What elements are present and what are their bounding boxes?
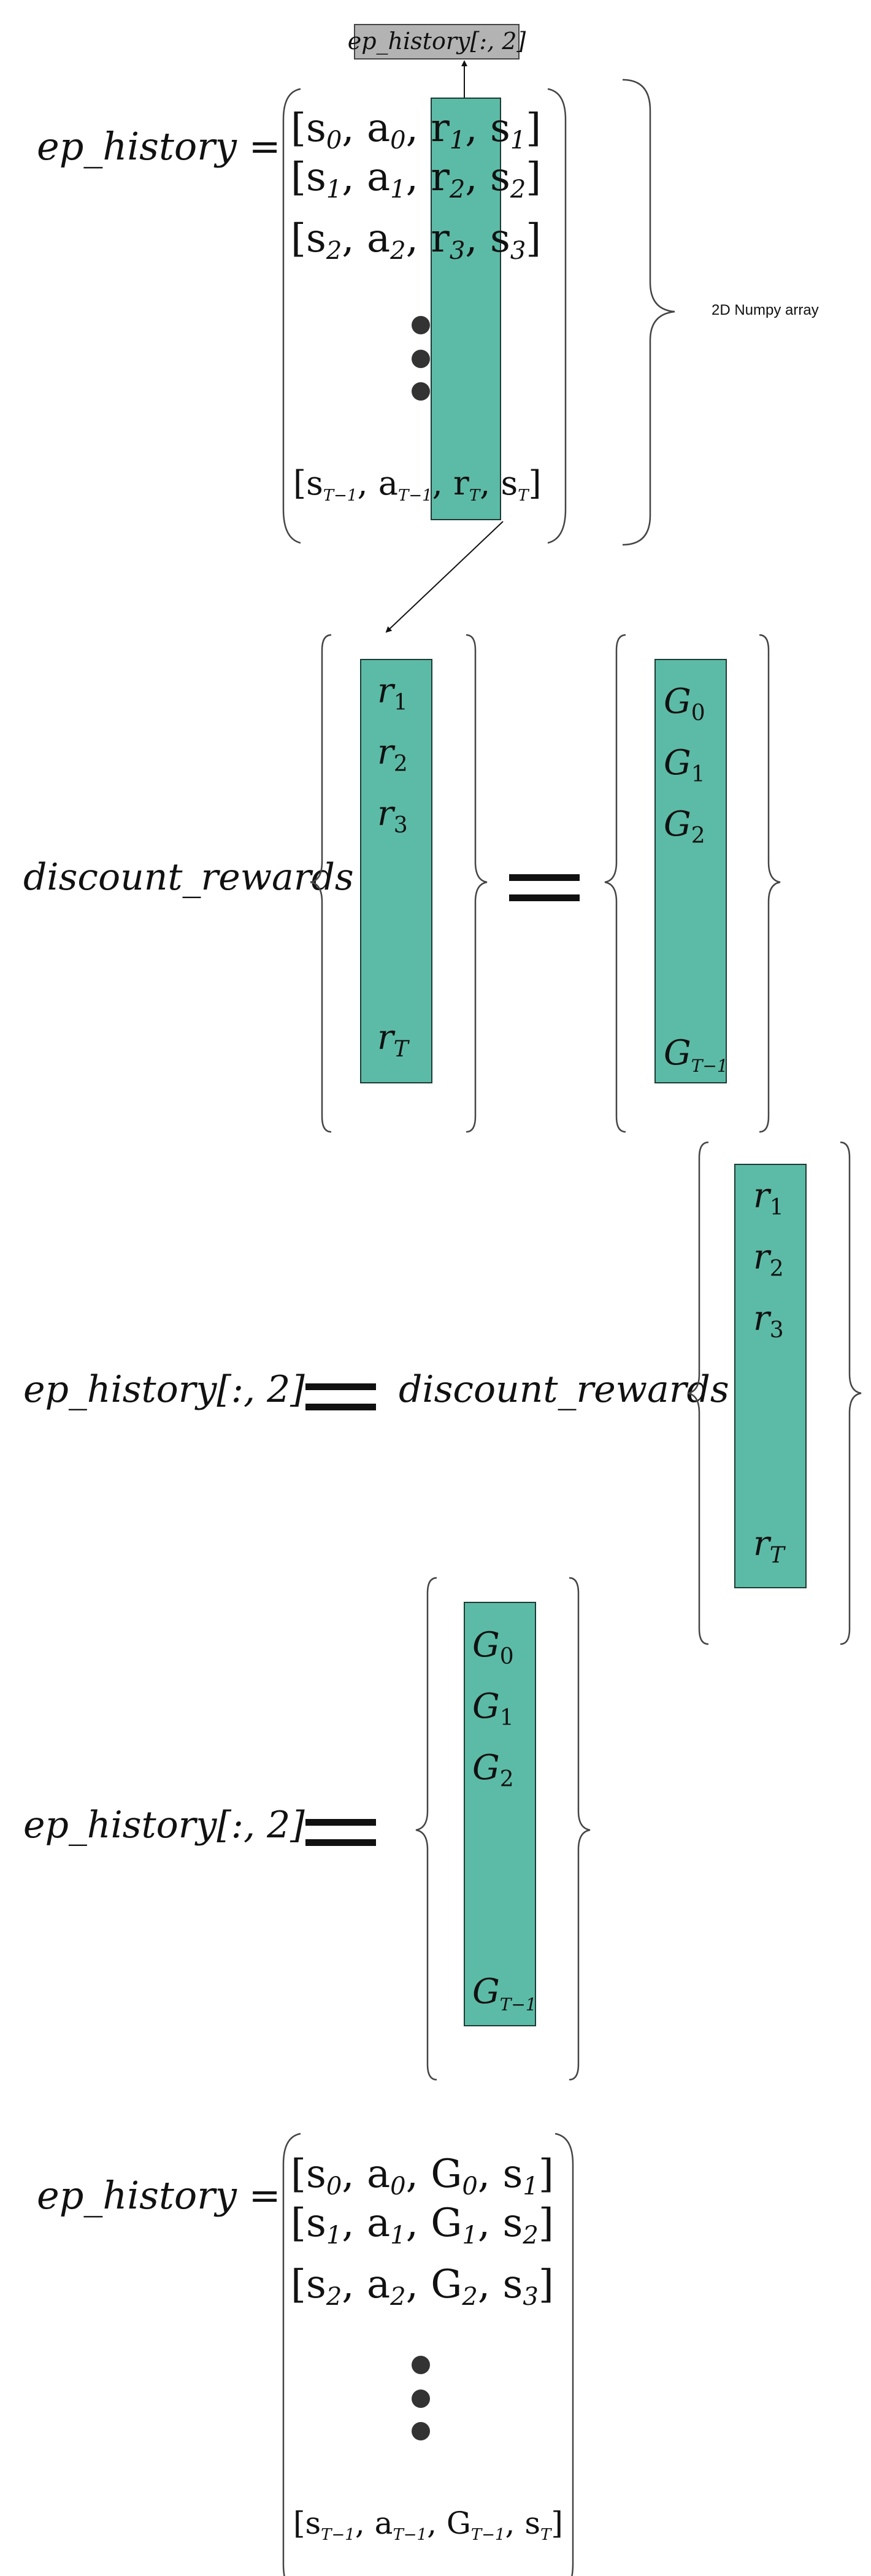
ep-history-lhs: ep_history = [37, 2173, 281, 2218]
matrix-row: [s0, a0, r1, s1] [291, 106, 541, 155]
result-section: ep_history[:, 2] G0 G1 G2 GT−1 [23, 1577, 591, 2081]
equals-sign [305, 1383, 376, 1410]
ep-history-column-label: ep_history[:, 2] [348, 28, 526, 55]
result-left-brace [415, 1577, 437, 2081]
svg-text:[s0, a0, G0, s1]: [s0, a0, G0, s1] [291, 2151, 554, 2201]
bottom-section: ep_history = [s0, a0, G0, s1] [s1, a1, G… [37, 2132, 574, 2576]
matrix-right-paren [554, 2132, 574, 2576]
numpy-array-note: 2D Numpy array [712, 302, 819, 318]
return-item: G0 [664, 682, 705, 726]
reward-column-highlight [431, 98, 501, 520]
rewards-column [360, 659, 432, 1083]
reward-item: r1 [377, 671, 408, 715]
rhs-rewards-column [734, 1164, 807, 1588]
return-item: G1 [664, 743, 705, 787]
matrix-last-row: [sT−1, aT−1, GT−1, sT] [293, 2505, 563, 2544]
reward-item: r3 [753, 1299, 784, 1343]
returns-left-brace [604, 634, 626, 1133]
top-section: ep_history[:, 2] ep_history = [s0, a0, r… [37, 24, 819, 633]
ep-history-lhs: ep_history = [37, 124, 281, 169]
svg-text:[sT−1, aT−1, GT−1, sT]: [sT−1, aT−1, GT−1, sT] [293, 2505, 563, 2544]
discount-rewards-rhs: discount_rewards [399, 1368, 729, 1411]
matrix-left-paren [282, 2132, 301, 2576]
equals-sign [509, 874, 580, 901]
matrix-row: [s1, a1, r2, s2] [291, 155, 541, 204]
rhs-right-brace [840, 1141, 862, 1645]
rewards-left-brace [310, 634, 332, 1133]
svg-text:[s2, a2, r3, s3]: [s2, a2, r3, s3] [291, 216, 541, 265]
matrix-row: [s2, a2, G2, s3] [291, 2262, 554, 2311]
matrix-curly-brace [622, 79, 675, 546]
returns-column [654, 659, 727, 1083]
matrix-right-paren [547, 88, 567, 544]
ep-history-column-label-box [354, 24, 520, 60]
svg-text:[sT−1, aT−1, rT, sT]: [sT−1, aT−1, rT, sT] [293, 464, 542, 505]
return-item: GT−1 [472, 1972, 537, 2015]
rhs-left-brace [687, 1141, 709, 1645]
reward-item: r1 [753, 1176, 784, 1220]
ep-history-slice-lhs: ep_history[:, 2] [23, 1804, 305, 1847]
svg-text:[s1, a1, r2, s2]: [s1, a1, r2, s2] [291, 155, 541, 204]
reward-item: r3 [377, 794, 408, 838]
matrix-row: [s0, a0, G0, s1] [291, 2151, 554, 2201]
ep-history-slice-lhs: ep_history[:, 2] [23, 1368, 305, 1411]
vertical-ellipsis [412, 2356, 430, 2440]
discount-rewards-lhs: discount_rewards [23, 856, 354, 899]
column-to-rewards-arrow [385, 521, 504, 633]
result-right-brace [569, 1577, 591, 2081]
matrix-left-paren [282, 88, 301, 544]
vertical-ellipsis [412, 316, 430, 401]
matrix-last-row: [sT−1, aT−1, rT, sT] [293, 464, 542, 505]
discount-section: discount_rewards r1 r2 r3 rT G0 G1 G2 GT… [23, 634, 781, 1133]
return-item: GT−1 [664, 1033, 728, 1076]
return-item: G2 [664, 804, 705, 848]
svg-text:[s0, a0, r1, s1]: [s0, a0, r1, s1] [291, 106, 541, 155]
rewards-right-brace [466, 634, 488, 1133]
reward-item: rT [753, 1524, 786, 1568]
return-item: G2 [472, 1748, 514, 1792]
equals-sign [305, 1819, 376, 1846]
return-item: G1 [472, 1686, 514, 1731]
svg-text:[s1, a1, G1, s2]: [s1, a1, G1, s2] [291, 2201, 554, 2250]
matrix-row: [s1, a1, G1, s2] [291, 2201, 554, 2250]
returns-right-brace [759, 634, 781, 1133]
assignment-section: ep_history[:, 2] discount_rewards r1 r2 … [23, 1141, 862, 1645]
reward-item: rT [377, 1018, 410, 1062]
matrix-row: [s2, a2, r3, s3] [291, 216, 541, 265]
result-returns-column [464, 1602, 536, 2026]
reward-item: r2 [753, 1237, 784, 1282]
reward-item: r2 [377, 732, 408, 777]
return-item: G0 [472, 1625, 514, 1669]
svg-text:[s2, a2, G2, s3]: [s2, a2, G2, s3] [291, 2262, 554, 2311]
